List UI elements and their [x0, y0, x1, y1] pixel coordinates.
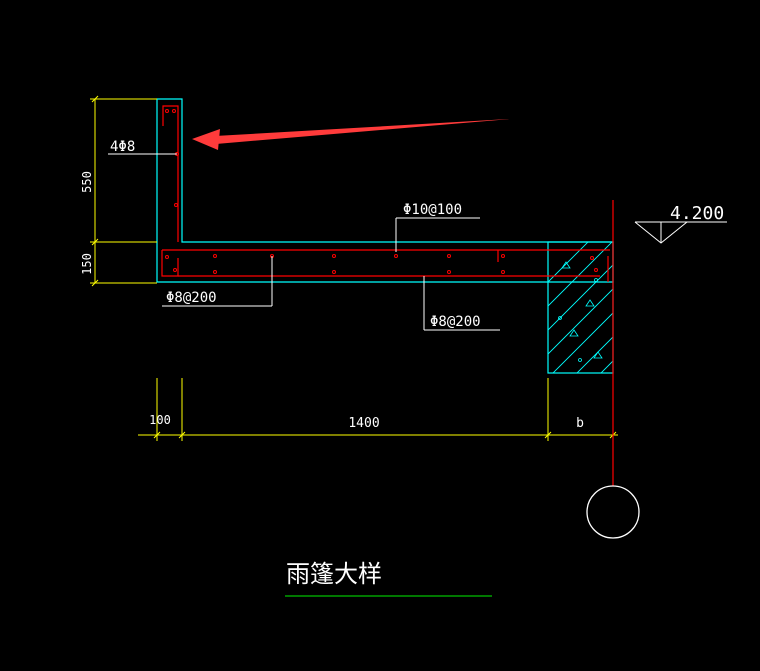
dim-upright-width: 100 — [149, 413, 171, 427]
beam-section-hatch — [547, 241, 614, 374]
rebar-dots — [165, 109, 598, 274]
rebar-leaders — [108, 153, 500, 331]
dimension-lines — [90, 95, 618, 441]
axis-bubble — [586, 485, 640, 539]
rebar-lines — [161, 105, 610, 282]
dim-slab-thickness: 150 — [80, 253, 94, 275]
annotation-arrow — [192, 119, 510, 150]
dim-cantilever-length: 1400 — [348, 416, 379, 431]
grid-axis — [586, 200, 640, 539]
slab-top-rebar-label: Φ10@100 — [403, 202, 462, 218]
elevation-mark — [634, 221, 727, 244]
slab-bottom-left-rebar-label: Φ8@200 — [166, 290, 217, 306]
slab-bottom-right-rebar-label: Φ8@200 — [430, 314, 481, 330]
elevation-value: 4.200 — [670, 203, 724, 224]
dim-upright-height: 550 — [80, 171, 94, 193]
upright-rebar-label: 4Φ8 — [110, 139, 135, 155]
drawing-title: 雨篷大样 — [286, 560, 382, 588]
dim-beam-width: b — [576, 416, 584, 431]
